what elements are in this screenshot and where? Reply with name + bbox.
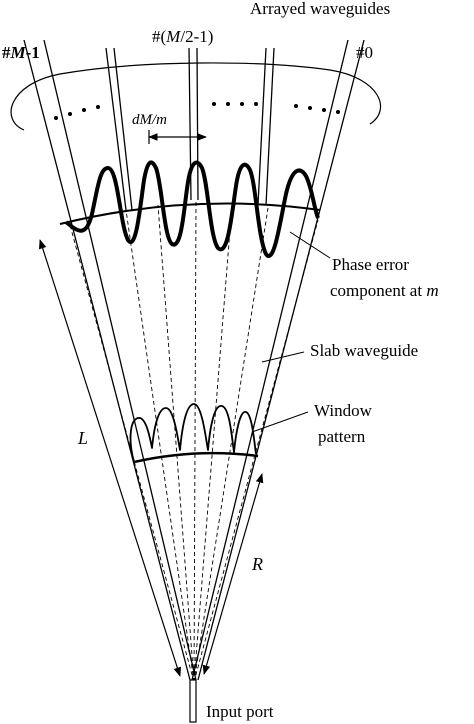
label-index-middle: #(M/2-1) (152, 27, 213, 46)
arrayed-waveguide-channels (105, 47, 275, 211)
ellipsis-dots (54, 102, 340, 120)
L-arrow (38, 239, 182, 677)
label-input-port: Input port (206, 702, 274, 721)
label-index-right: #0 (356, 43, 373, 62)
phase-leader (289, 231, 331, 259)
label-phase-error-2: component at m (330, 281, 439, 300)
label-L: L (77, 428, 88, 448)
window-leader (251, 411, 309, 433)
label-R: R (251, 554, 263, 574)
label-arrayed-waveguides: Arrayed waveguides (250, 0, 390, 18)
label-slab-waveguide: Slab waveguide (310, 341, 418, 360)
array-boundary-arc (10, 62, 381, 131)
label-window-2: pattern (318, 427, 366, 446)
phase-error-wave (64, 160, 320, 258)
label-phase-error-1: Phase error (332, 255, 409, 274)
label-spacing: dM/m (132, 112, 167, 128)
label-index-left: #M-1 (2, 43, 40, 62)
input-port (189, 679, 197, 723)
window-arc (133, 451, 259, 464)
radial-dashed-lines (69, 199, 319, 683)
label-window-1: Window (314, 401, 373, 420)
slab-leader (261, 351, 305, 363)
R-arrow (202, 473, 264, 675)
fan-edge-lines (23, 39, 365, 681)
